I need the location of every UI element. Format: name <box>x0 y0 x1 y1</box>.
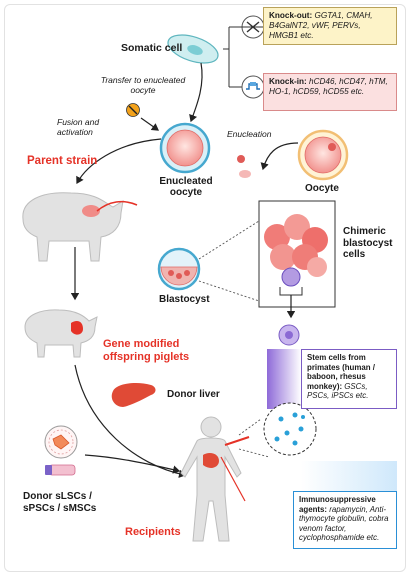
immuno-text: rapamycin, Anti-thymocyte globulin, cobr… <box>299 504 389 543</box>
donor-liver-label: Donor liver <box>167 389 220 400</box>
enucleation-label: Enucleation <box>227 129 272 139</box>
knockout-title: Knock-out: <box>269 11 313 20</box>
drug-circle-icon <box>263 402 317 456</box>
scissors-icon <box>241 15 265 39</box>
knockout-box: Knock-out: GGTA1, CMAH, B4GalNT2, vWF, P… <box>263 7 397 45</box>
knockin-title: Knock-in: <box>269 77 307 86</box>
oocyte-label: Oocyte <box>305 183 339 194</box>
somatic-cell-icon <box>167 34 219 64</box>
stem-box: Stem cells from primates (human / baboon… <box>301 349 397 409</box>
diagram-graphics <box>22 15 397 542</box>
stem-cell-icon <box>278 324 300 346</box>
blastocyst-label: Blastocyst <box>159 294 210 305</box>
donor-cells-label: Donor sLSCs / sPSCs / sMSCs <box>23 491 97 514</box>
knockin-box: Knock-in: hCD46, hCD47, hTM, HO-1, hCD59… <box>263 73 397 111</box>
immuno-box: Immunosuppressive agents: rapamycin, Ant… <box>293 491 397 549</box>
fusion-icon <box>126 103 140 117</box>
chimeric-cluster-icon <box>258 200 336 308</box>
piglet-icon <box>24 309 98 358</box>
knockin-text: hCD46, hCD47, hTM, HO-1, hCD59, hCD55 et… <box>269 77 388 96</box>
transfer-label: Transfer to enucleated oocyte <box>100 75 186 95</box>
blastocyst-icon <box>157 247 201 291</box>
tube-icon <box>45 464 76 476</box>
knockout-text: GGTA1, CMAH, B4GalNT2, vWF, PERVs, HMGB1… <box>269 11 373 40</box>
liver-icon <box>111 383 156 407</box>
gene-modified-label: Gene modified offspring piglets <box>103 338 190 363</box>
human-icon <box>180 416 250 542</box>
enucleated-oocyte-label: Enucleated oocyte <box>159 176 213 198</box>
oocyte-icon <box>297 129 349 181</box>
chimeric-label: Chimeric blastocyst cells <box>343 226 393 260</box>
petri-dish-icon <box>44 425 78 459</box>
stem-text: GSCs, PSCs, iPSCs etc. <box>307 381 369 401</box>
immuno-title: Immunosuppressive agents: <box>299 495 376 514</box>
enucleated-oocyte-icon <box>159 122 211 174</box>
somatic-cell-label: Somatic cell <box>121 42 183 54</box>
parent-strain-label: Parent strain <box>27 155 98 167</box>
recipients-label: Recipients <box>125 526 181 538</box>
diagram-frame: Somatic cell Transfer to enucleated oocy… <box>4 4 406 572</box>
fusion-label: Fusion and activation <box>57 117 100 137</box>
dna-insert-icon <box>241 75 265 99</box>
pig-icon <box>22 192 124 262</box>
stem-title: Stem cells from primates (human / baboon… <box>307 353 375 391</box>
